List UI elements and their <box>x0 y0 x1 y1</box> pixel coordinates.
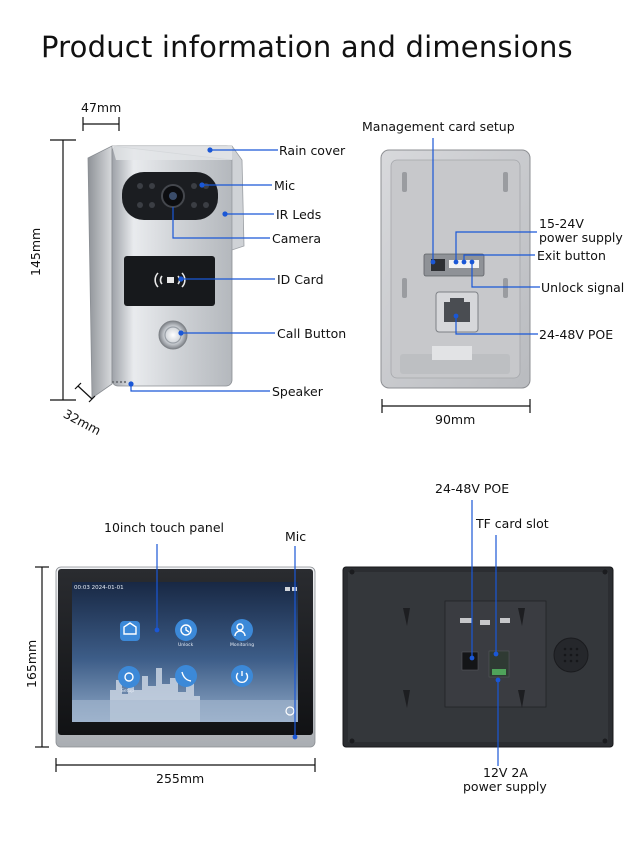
label-id-card: ID Card <box>277 272 324 287</box>
outdoor-unit-back <box>380 149 531 389</box>
dimension-height-monitor: 165mm <box>24 639 39 688</box>
label-ir-leds: IR Leds <box>276 207 322 222</box>
front-callout-lines <box>130 149 278 392</box>
monitor-dimension-lines <box>35 566 316 772</box>
back-dimension-lines <box>381 399 531 413</box>
label-power-line2: power supply <box>463 779 547 794</box>
screen-app-label-unlock: Unlock <box>178 643 194 648</box>
call-button-graphic <box>158 320 188 350</box>
label-power-supply-line2: power supply <box>539 230 623 245</box>
label-speaker: Speaker <box>272 384 323 399</box>
back-callout-lines <box>432 138 540 335</box>
dimension-width-front: 47mm <box>81 100 122 115</box>
label-management-card: Management card setup <box>362 119 515 134</box>
label-rain-cover: Rain cover <box>279 143 346 158</box>
outdoor-unit-front <box>87 145 245 399</box>
label-touch-panel: 10inch touch panel <box>104 520 224 535</box>
label-call-button: Call Button <box>277 326 347 341</box>
monitor-front <box>55 566 316 748</box>
monitor-back-callout-lines <box>471 500 499 766</box>
screen-app-label-monitoring: Monitoring <box>230 643 255 648</box>
front-dimension-lines <box>50 117 120 403</box>
label-power-line1: 12V 2A <box>483 765 528 780</box>
dimension-width-monitor: 255mm <box>156 771 205 786</box>
dimension-height-front: 145mm <box>28 227 43 276</box>
label-mic: Mic <box>274 178 296 193</box>
label-camera: Camera <box>272 231 322 246</box>
label-monitor-mic: Mic <box>285 529 307 544</box>
rj45-port-monitor <box>461 651 479 671</box>
monitor-back <box>342 566 614 748</box>
monitor-callout-lines <box>156 544 296 737</box>
page-title: Product information and dimensions <box>41 30 573 64</box>
label-unlock-signal: Unlock signal <box>541 280 625 295</box>
label-poe-back: 24-48V POE <box>539 327 614 342</box>
label-poe-monitor: 24-48V POE <box>435 481 510 496</box>
screen-app-label-setup: Setup <box>121 689 135 694</box>
label-exit-button: Exit button <box>537 248 606 263</box>
label-tf-card-slot: TF card slot <box>476 516 549 531</box>
dimension-width-back: 90mm <box>435 412 476 427</box>
label-power-supply-line1: 15-24V <box>539 216 584 231</box>
screen-datetime: 00:03 2024-01-01 <box>74 585 124 591</box>
